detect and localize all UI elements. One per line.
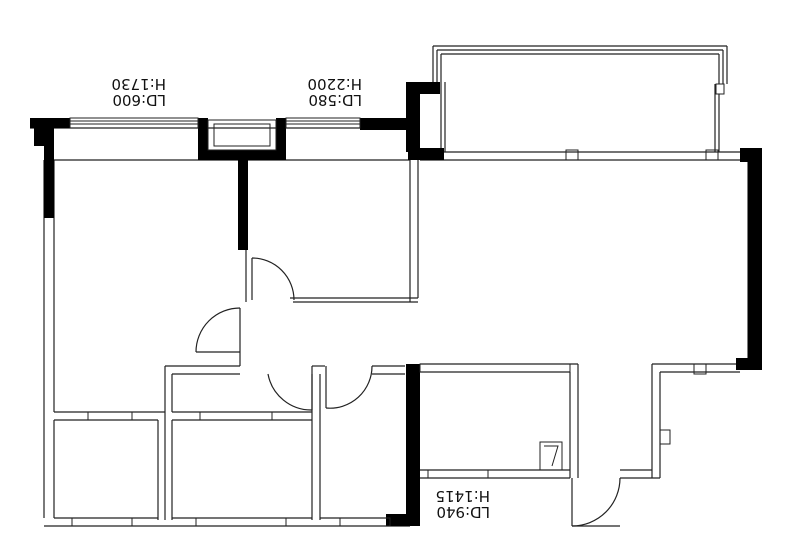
window-label-left: H:1730 LD:600 [96,75,166,112]
window-sill-label: LD:600 [112,91,166,109]
thick-walls [30,82,762,526]
doors [195,257,621,527]
window-sill-label: LD:580 [308,91,362,109]
window-middle [285,117,361,129]
window-left [69,117,199,129]
windows [69,83,725,527]
window-label-middle: H:2200 LD:580 [292,75,362,112]
window-height-label: H:1730 [111,75,166,93]
window-height-label: H:1415 [435,487,490,505]
window-bottom [427,469,489,479]
window-sill-label: LD:940 [436,503,490,521]
window-height-label: H:2200 [307,75,362,93]
window-label-bottom: H:1415 LD:940 [420,487,490,524]
window-bottom-left [87,411,133,421]
